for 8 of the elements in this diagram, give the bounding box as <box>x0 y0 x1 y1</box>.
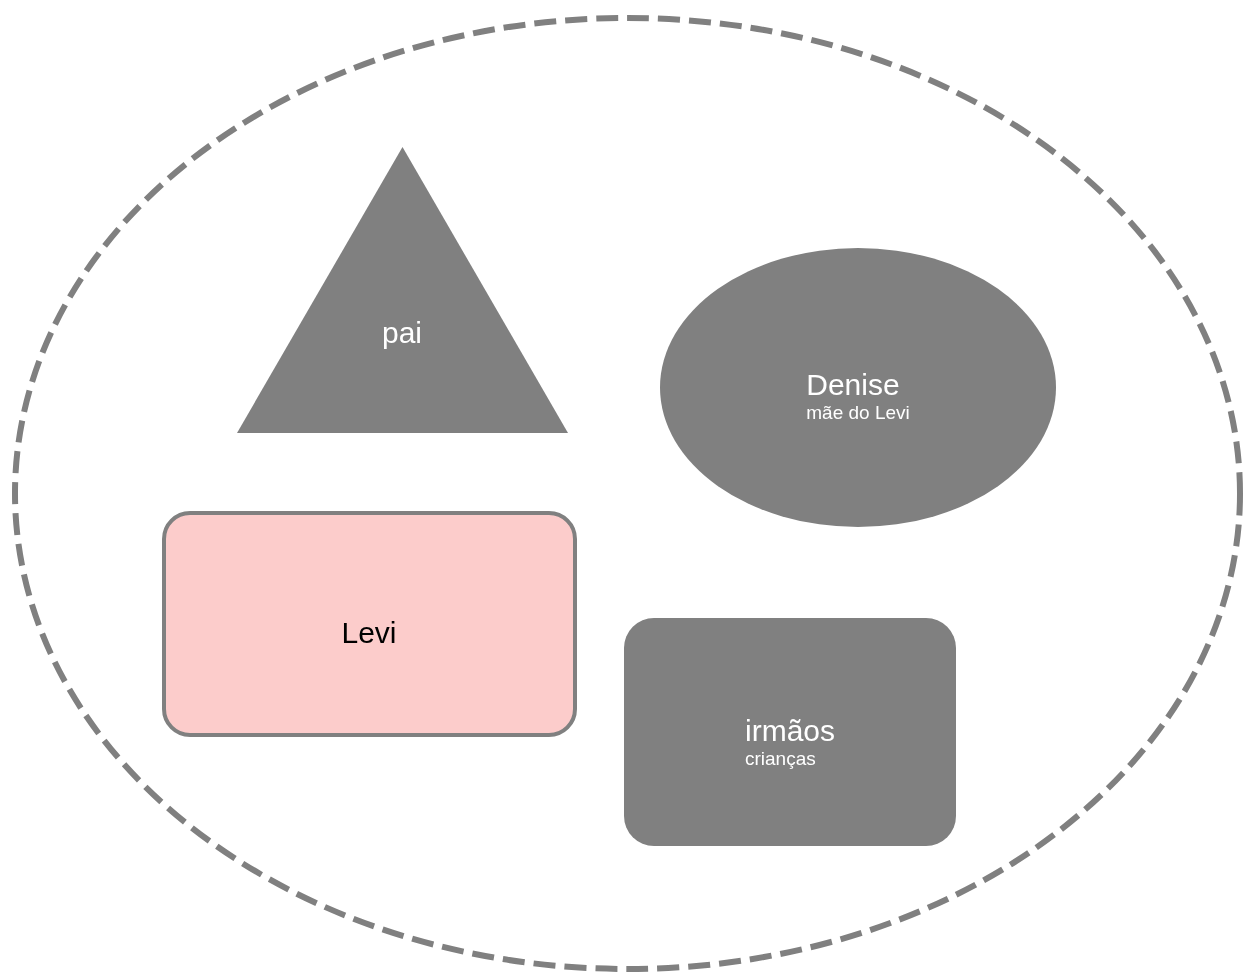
node-label: pai <box>382 316 422 350</box>
rounded-box <box>162 511 577 737</box>
node-subtitle: mãe do Levi <box>806 402 910 424</box>
node-label: irmãos <box>745 714 835 748</box>
rounded-box <box>624 618 956 846</box>
node-label: Levi <box>341 616 397 650</box>
node-label: Denise <box>806 368 900 402</box>
node-subtitle: crianças <box>745 748 816 770</box>
